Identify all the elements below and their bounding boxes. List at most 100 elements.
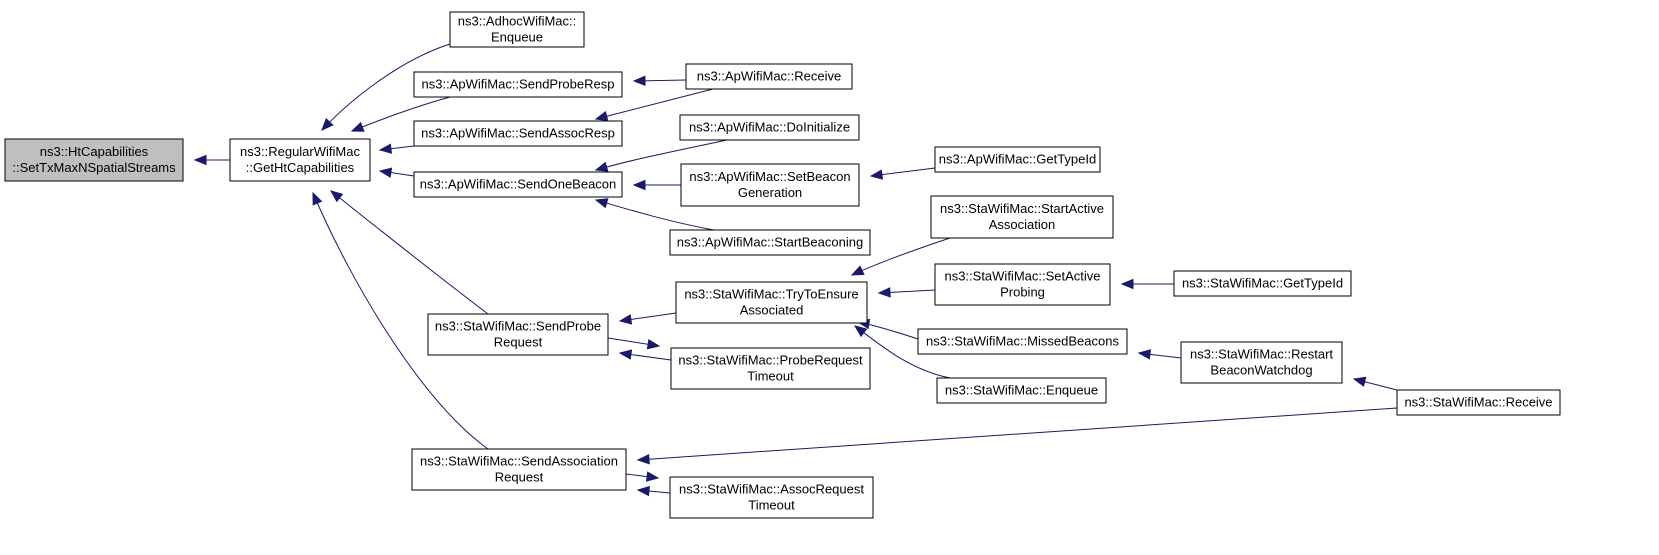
node-label: ns3::AdhocWifiMac:: (458, 14, 577, 29)
node-label: ns3::ApWifiMac::GetTypeId (939, 152, 1097, 167)
arrowhead (632, 75, 646, 87)
edge-n9-to-n5 (594, 139, 728, 172)
node-label: Enqueue (491, 30, 543, 45)
arrowhead (1352, 376, 1367, 387)
node-box (1396, 389, 1561, 416)
node-label: ::GetHtCapabilities (246, 160, 355, 175)
edge-n20-to-n17 (1120, 278, 1174, 290)
edge-n16-to-n13 (850, 237, 951, 276)
node-label: ns3::ApWifiMac::SendAssocResp (421, 126, 615, 141)
edge-line (595, 199, 715, 231)
node-box (229, 138, 371, 182)
arrowhead (312, 191, 323, 206)
arrowhead (321, 118, 334, 131)
graph-node[interactable]: ns3::StaWifiMac::Enqueue (936, 377, 1107, 404)
edge-n14-to-n6 (618, 349, 672, 361)
graph-node[interactable]: ns3::ApWifiMac::Receive (685, 63, 853, 90)
node-label: ns3::StaWifiMac::GetTypeId (1182, 276, 1343, 291)
node-box (1180, 341, 1343, 384)
graph-node[interactable]: ns3::AdhocWifiMac::Enqueue (449, 11, 585, 48)
node-label: ns3::StaWifiMac::Restart (1190, 347, 1333, 362)
graph-node[interactable]: ns3::StaWifiMac::Receive (1396, 389, 1561, 416)
arrowhead (618, 314, 633, 325)
node-box (4, 138, 184, 182)
edges-layer (193, 43, 1398, 497)
edge-n5-to-n1 (378, 167, 415, 178)
node-box (1173, 270, 1352, 297)
node-box (930, 195, 1114, 239)
arrowhead (645, 471, 660, 482)
graph-node[interactable]: ns3::ApWifiMac::SendOneBeacon (413, 171, 623, 198)
node-label: ::SetTxMaxNSpatialStreams (12, 160, 176, 175)
node-label: ns3::StaWifiMac::SendAssociation (420, 454, 618, 469)
arrowhead (636, 453, 650, 465)
edge-n19-to-n13 (853, 325, 951, 379)
arrowhead (636, 485, 650, 497)
edge-n3-to-n1 (350, 96, 451, 132)
node-box (675, 281, 868, 324)
arrowhead (850, 265, 865, 276)
edge-n12-to-n10 (869, 167, 936, 180)
graph-node[interactable]: ns3::RegularWifiMac::GetHtCapabilities (229, 138, 371, 182)
arrowhead (350, 121, 365, 132)
edge-n13-to-n6 (618, 312, 677, 325)
edge-n8-to-n3 (632, 75, 687, 87)
node-box (449, 11, 585, 48)
graph-node[interactable]: ns3::StaWifiMac::MissedBeacons (917, 328, 1128, 355)
node-label: ns3::StaWifiMac::Enqueue (945, 383, 1098, 398)
edge-n7-to-n1 (312, 191, 489, 450)
arrowhead (193, 154, 207, 166)
edge-n22-to-n21 (1352, 376, 1398, 391)
edge-n2-to-n1 (321, 43, 451, 131)
node-label: Timeout (747, 369, 794, 384)
node-box (427, 313, 609, 356)
edge-n21-to-n18 (1137, 349, 1182, 360)
arrowhead (378, 167, 393, 178)
edge-n17-to-n13 (877, 287, 936, 298)
graph-node[interactable]: ns3::ApWifiMac::SendProbeResp (413, 71, 623, 98)
graph-node[interactable]: ns3::StaWifiMac::GetTypeId (1173, 270, 1352, 297)
edge-line (637, 407, 1398, 461)
node-label: ns3::ApWifiMac::DoInitialize (689, 120, 850, 135)
edge-line (330, 190, 489, 315)
node-label: Probing (1000, 285, 1045, 300)
node-box (411, 448, 627, 491)
node-label: Request (495, 470, 544, 485)
graph-node[interactable]: ns3::ApWifiMac::DoInitialize (679, 114, 860, 141)
edge-n6-to-n1 (329, 190, 489, 315)
node-label: ns3::RegularWifiMac (240, 144, 360, 159)
edge-n6-to-n14 (607, 337, 661, 350)
graph-node[interactable]: ns3::ApWifiMac::GetTypeId (934, 146, 1101, 173)
edge-n8-to-n4 (594, 88, 714, 122)
node-label: ns3::StaWifiMac::TryToEnsure (684, 287, 858, 302)
edge-n15-to-n7 (636, 485, 671, 497)
edge-n7-to-n15 (625, 471, 660, 482)
node-box (413, 71, 623, 98)
graph-node[interactable]: ns3::ApWifiMac::StartBeaconing (669, 229, 871, 256)
arrowhead (632, 179, 646, 191)
node-label: Associated (740, 303, 804, 318)
arrowhead (594, 110, 609, 122)
edge-n22-to-n7 (636, 407, 1398, 465)
node-label: Timeout (748, 498, 795, 513)
edge-n10-to-n5 (632, 179, 681, 191)
node-label: ns3::StaWifiMac::Receive (1404, 395, 1552, 410)
edge-line (321, 43, 451, 131)
graph-node[interactable]: ns3::ApWifiMac::SendAssocResp (413, 120, 623, 147)
node-label: Request (494, 335, 543, 350)
node-label: ns3::StaWifiMac::AssocRequest (679, 482, 864, 497)
edge-n11-to-n5 (594, 198, 715, 231)
node-box (679, 114, 860, 141)
node-box (669, 476, 874, 519)
node-label: ns3::StaWifiMac::MissedBeacons (926, 334, 1119, 349)
arrowhead (594, 161, 609, 172)
